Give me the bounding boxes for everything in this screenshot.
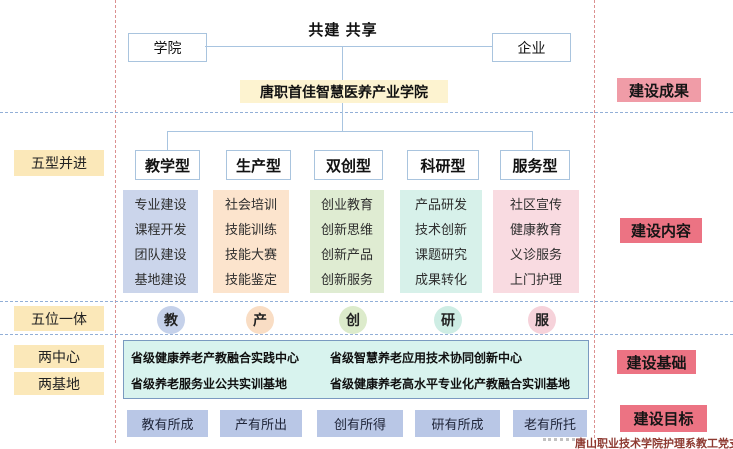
pillar-title-production: 生产型 [226,150,291,180]
pillar-item: 技能鉴定 [224,271,277,287]
foundation-item: 省级智慧养老应用技术协同创新中心 [330,351,523,365]
label-five-types: 五型并进 [14,150,104,176]
pillar-title-research: 科研型 [407,150,479,180]
label-five-in-one-text: 五位一体 [31,310,87,327]
pillar-title-text: 生产型 [235,158,281,175]
connector-down-to-title [342,47,343,80]
label-five-types-text: 五型并进 [31,155,87,171]
foundation-item: 省级健康养老产教融合实践中心 [131,351,300,365]
pillar-title-teaching: 教学型 [135,150,200,180]
guide-vline-left [115,0,116,443]
college-label: 学院 [153,39,182,56]
circle-text: 创 [346,312,360,328]
circle-service: 服 [528,306,556,334]
label-foundation-text: 建设基础 [626,354,687,372]
pillar-item: 义诊服务 [509,246,562,262]
label-goals: 建设目标 [620,405,707,432]
circle-research: 研 [434,306,462,334]
pillar-item: 社会培训 [224,196,277,212]
watermark [543,438,575,449]
pillar-item: 成果转化 [414,271,467,287]
label-two-bases: 两基地 [14,372,104,395]
enterprise-box: 企业 [492,33,571,62]
enterprise-label: 企业 [517,39,546,56]
bracket-drop-right [532,131,533,150]
pillar-item: 社区宣传 [509,196,562,212]
label-foundation: 建设基础 [617,350,696,374]
pillar-title-service: 服务型 [500,150,570,180]
guide-hline-top [0,112,733,113]
pillar-item: 创新服务 [320,271,373,287]
goal-box-service: 老有所托 [513,410,587,437]
circle-text: 产 [253,312,267,328]
foundation-item: 省级健康养老高水平专业化产教融合实训基地 [330,377,571,391]
pillar-item: 技能大赛 [224,246,277,262]
pillar-item: 课程开发 [134,221,187,237]
label-five-in-one: 五位一体 [14,306,104,331]
pillar-title-innovation: 双创型 [314,150,383,180]
label-achievements: 建设成果 [617,78,701,102]
label-content-text: 建设内容 [630,223,691,240]
pillar-title-text: 服务型 [512,158,558,175]
pillar-title-text: 科研型 [420,158,466,175]
pillar-item: 课题研究 [414,246,467,262]
label-two-bases-text: 两基地 [38,375,80,392]
pillar-item: 基地建设 [134,271,187,287]
pillar-item: 创新思维 [320,221,373,237]
pillar-items-innovation: 创业教育 创新思维 创新产品 创新服务 [310,190,384,293]
guide-vline-right [594,0,595,443]
goal-text: 产有所出 [234,417,287,432]
pillar-item: 产品研发 [414,196,467,212]
bracket-drop-left [167,131,168,150]
pillar-items-production: 社会培训 技能训练 技能大赛 技能鉴定 [213,190,289,293]
slogan-text: 共建 共享 [308,22,378,39]
circle-innovation: 创 [339,306,367,334]
pillar-item: 上门护理 [509,271,562,287]
goal-text: 老有所托 [523,417,576,432]
pillar-item: 健康教育 [509,221,562,237]
pillar-item: 团队建设 [134,246,187,262]
circle-text: 教 [164,312,178,328]
connector-college-enterprise [205,46,492,47]
bracket-horizontal [167,131,533,132]
circle-text: 研 [441,312,455,328]
guide-hline-lower [0,334,733,335]
circle-text: 服 [535,312,549,328]
label-goals-text: 建设目标 [633,411,694,428]
goal-text: 教有所成 [141,417,194,432]
org-title: 唐职首佳智慧医养产业学院 [240,80,448,103]
pillar-item: 技术创新 [414,221,467,237]
label-achievements-text: 建设成果 [628,82,689,100]
pillar-item: 技能训练 [224,221,277,237]
label-two-centers-text: 两中心 [38,348,80,365]
org-title-label: 唐职首佳智慧医养产业学院 [260,83,428,100]
pillar-item: 创业教育 [320,196,373,212]
goal-box-production: 产有所出 [220,410,302,437]
foundation-panel [123,340,589,399]
pillar-items-teaching: 专业建设 课程开发 团队建设 基地建设 [123,190,198,293]
pillar-items-service: 社区宣传 健康教育 义诊服务 上门护理 [493,190,579,293]
pillar-title-text: 双创型 [325,158,371,175]
foundation-item: 省级养老服务业公共实训基地 [131,377,288,391]
guide-hline-middle [0,301,733,302]
goal-box-teaching: 教有所成 [127,410,208,437]
goal-text: 研有所成 [431,417,484,432]
circle-production: 产 [246,306,274,334]
pillar-title-text: 教学型 [144,158,190,175]
goal-text: 创有所得 [333,417,386,432]
goal-box-innovation: 创有所得 [317,410,403,437]
label-two-centers: 两中心 [14,345,104,368]
credit-text: 唐山职业技术学院护理系教工党支部 [575,438,733,449]
label-content: 建设内容 [620,218,702,243]
connector-title-to-bracket [342,103,343,132]
pillar-items-research: 产品研发 技术创新 课题研究 成果转化 [400,190,482,293]
pillar-item: 专业建设 [134,196,187,212]
goal-box-research: 研有所成 [415,410,500,437]
pillar-item: 创新产品 [320,246,373,262]
circle-teaching: 教 [157,306,185,334]
college-box: 学院 [128,33,207,62]
